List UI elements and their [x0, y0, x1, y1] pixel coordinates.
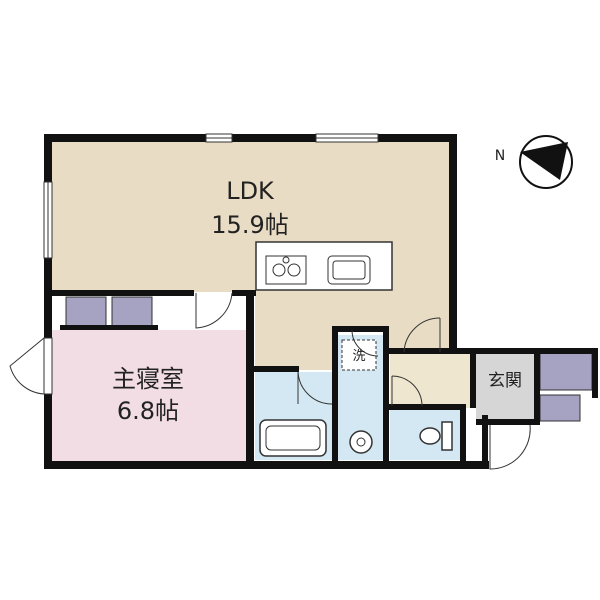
wash-basin-drain — [356, 437, 366, 447]
toilet-tank — [441, 421, 453, 451]
toilet-bowl — [419, 427, 441, 445]
entrance-floor — [476, 354, 534, 419]
bedroom-size: 6.8帖 — [117, 397, 179, 425]
bedroom-floor — [50, 330, 246, 463]
sink — [327, 255, 371, 285]
shoe-storage-lower — [539, 394, 581, 422]
walls — [44, 134, 598, 469]
bedroom-label: 主寝室 — [112, 365, 184, 393]
closet-floor-2 — [111, 296, 153, 328]
washer-label: 洗 — [352, 349, 365, 364]
hall-floor — [390, 354, 470, 408]
stove-burner-2 — [287, 263, 301, 277]
window-bedroom-left — [43, 337, 53, 395]
shoe-storage-upper — [539, 351, 593, 391]
wash-basin — [349, 430, 373, 454]
compass: N — [495, 135, 573, 189]
ldk-label: LDK — [226, 177, 275, 205]
ldk-size: 15.9帖 — [211, 211, 288, 239]
stove-burner-1 — [272, 263, 286, 277]
entrance-label: 玄関 — [488, 371, 522, 391]
compass-needle-icon — [520, 142, 568, 180]
door-swings — [9, 292, 531, 470]
ldk-floor — [48, 138, 453, 370]
closet-floor-1 — [65, 296, 107, 328]
bathtub — [259, 419, 327, 457]
compass-north-label: N — [495, 148, 505, 164]
sink-basin — [332, 260, 366, 280]
stove-burner-3 — [282, 256, 290, 264]
bathtub-inner — [265, 425, 321, 451]
